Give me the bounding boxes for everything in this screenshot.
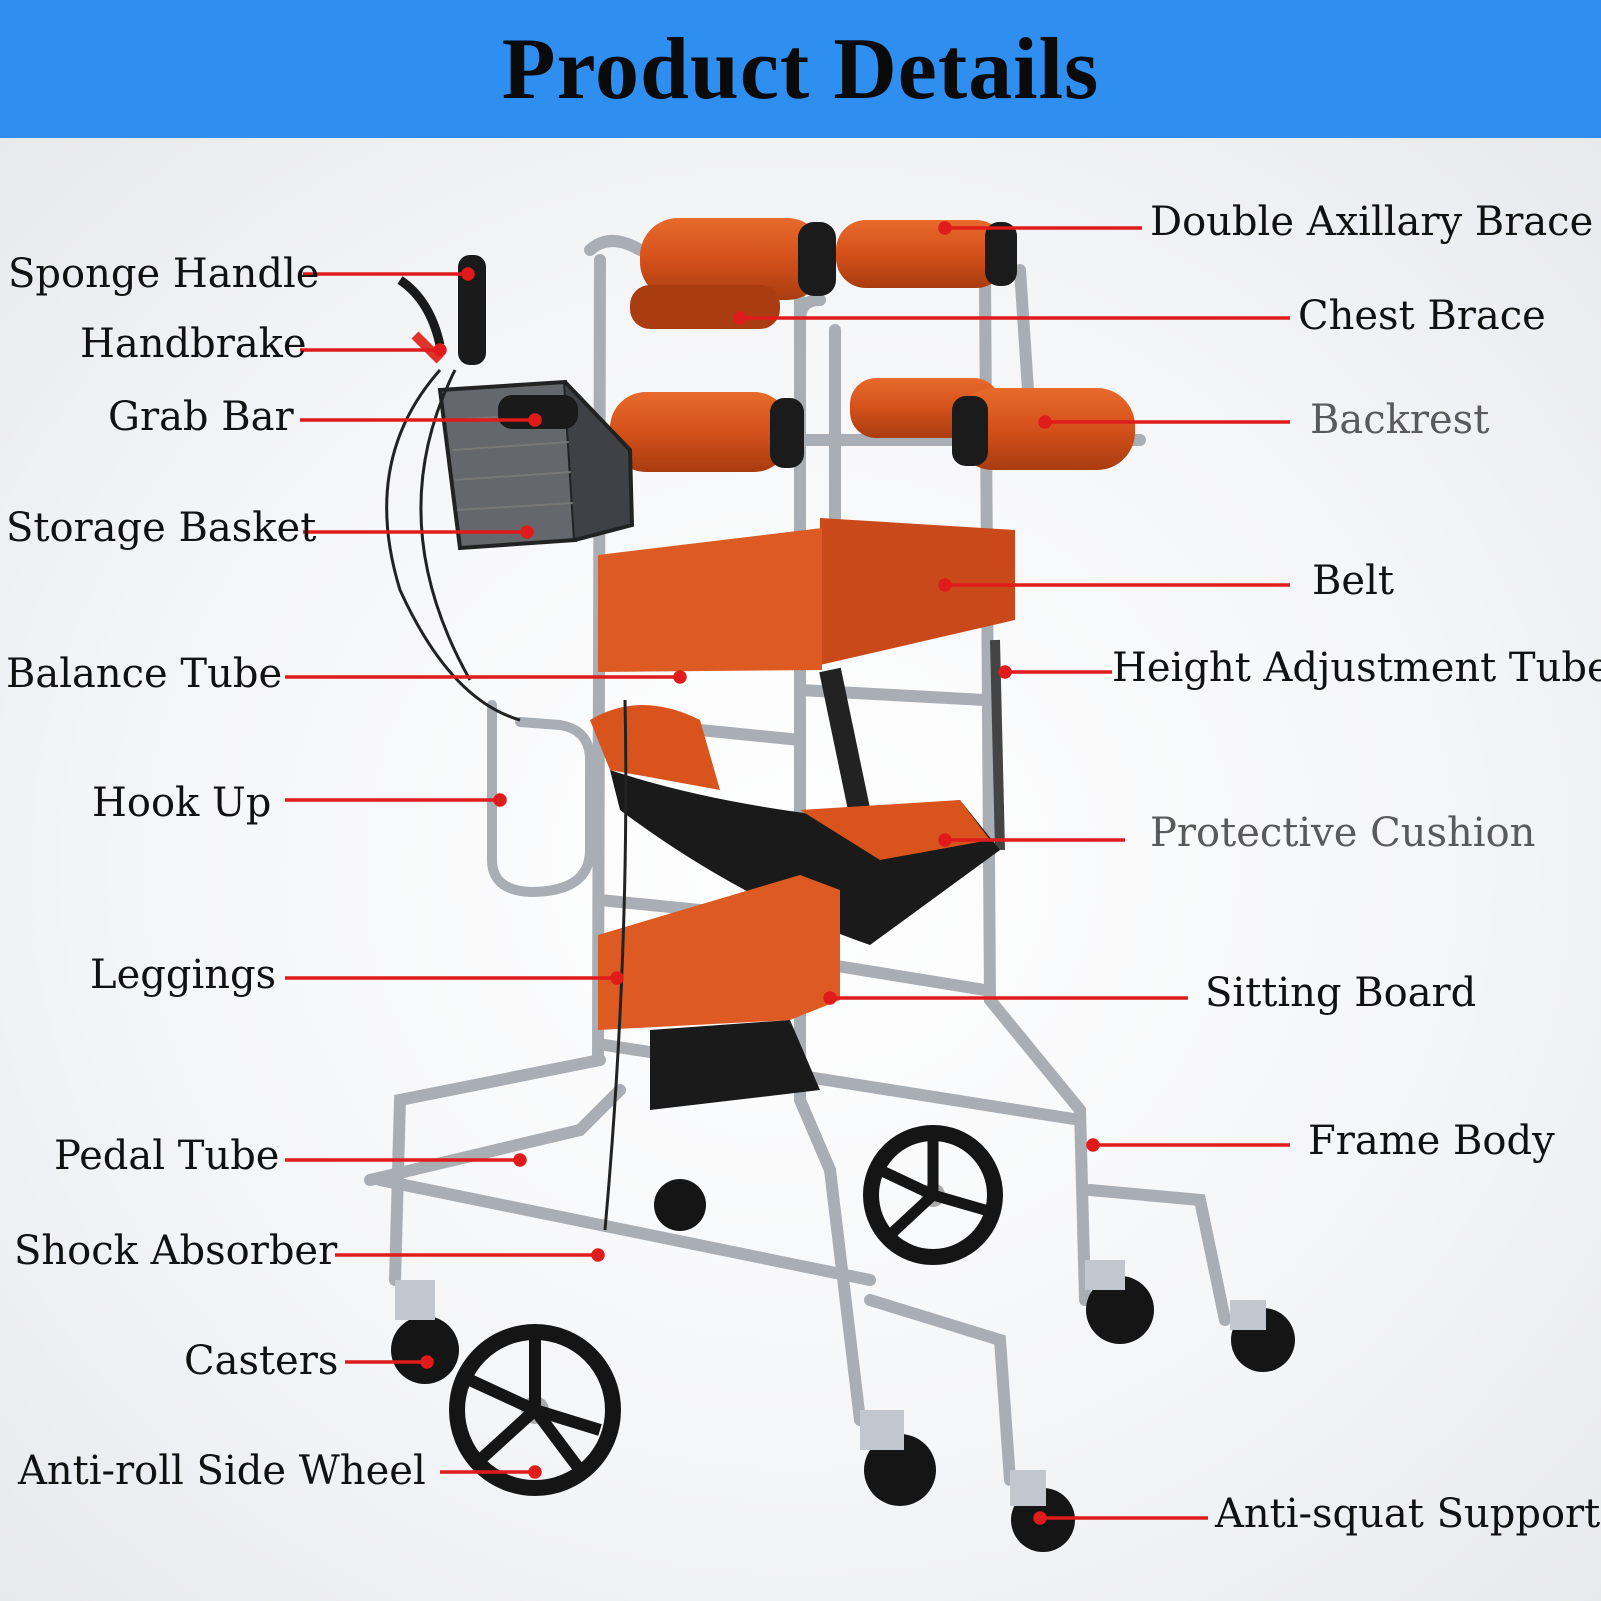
label-sitting-board: Sitting Board: [1205, 970, 1477, 1016]
padding: [610, 218, 1135, 472]
anti-roll-side-wheel: [449, 1125, 1003, 1496]
label-storage-basket: Storage Basket: [6, 505, 317, 551]
hook-up: [487, 700, 595, 898]
label-frame-body: Frame Body: [1308, 1118, 1555, 1164]
label-anti-roll-side-wheel: Anti-roll Side Wheel: [18, 1448, 426, 1494]
leggings: [598, 875, 840, 1110]
label-grab-bar: Grab Bar: [108, 394, 294, 440]
page-title: Product Details: [501, 20, 1100, 118]
label-backrest: Backrest: [1310, 397, 1490, 443]
label-balance-tube: Balance Tube: [6, 651, 283, 697]
casters: [391, 1179, 1295, 1552]
label-sponge-handle: Sponge Handle: [8, 251, 320, 297]
label-casters: Casters: [184, 1338, 339, 1384]
label-protective-cushion: Protective Cushion: [1150, 810, 1536, 856]
sponge-handle: [397, 255, 578, 429]
header-banner: Product Details: [0, 0, 1601, 138]
label-hook-up: Hook Up: [92, 780, 272, 826]
label-handbrake: Handbrake: [80, 321, 307, 367]
label-shock-absorber: Shock Absorber: [14, 1228, 338, 1274]
belt: [598, 518, 1015, 672]
label-pedal-tube: Pedal Tube: [54, 1133, 280, 1179]
label-leggings: Leggings: [90, 952, 277, 998]
label-height-adjustment-tube: Height Adjustment Tube: [1112, 645, 1601, 691]
label-chest-brace: Chest Brace: [1298, 293, 1546, 339]
label-anti-squat-support: Anti-squat Support: [1215, 1491, 1601, 1537]
label-double-axillary-brace: Double Axillary Brace: [1150, 199, 1594, 245]
leader-lines: [285, 221, 1290, 1525]
label-belt: Belt: [1312, 558, 1394, 604]
